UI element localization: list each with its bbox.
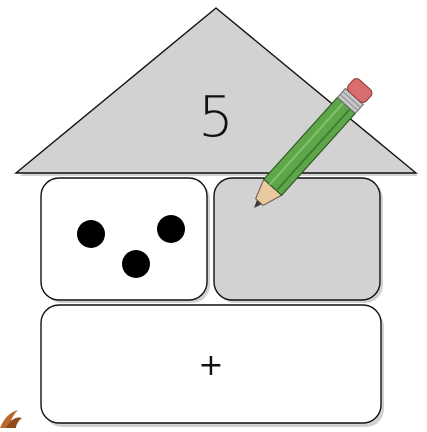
dot-icon — [77, 220, 105, 248]
dot-icon — [157, 215, 185, 243]
right-part-tile[interactable] — [214, 178, 380, 300]
right-part-box[interactable] — [214, 178, 383, 303]
left-part-box[interactable] — [41, 178, 210, 303]
dot-icon — [122, 250, 150, 278]
equation-box[interactable]: + — [41, 305, 384, 427]
left-part-tile[interactable] — [41, 178, 207, 300]
leaf-corner-icon — [0, 410, 22, 428]
equation-operator: + — [198, 348, 223, 383]
roof-number: 5 — [198, 85, 234, 150]
